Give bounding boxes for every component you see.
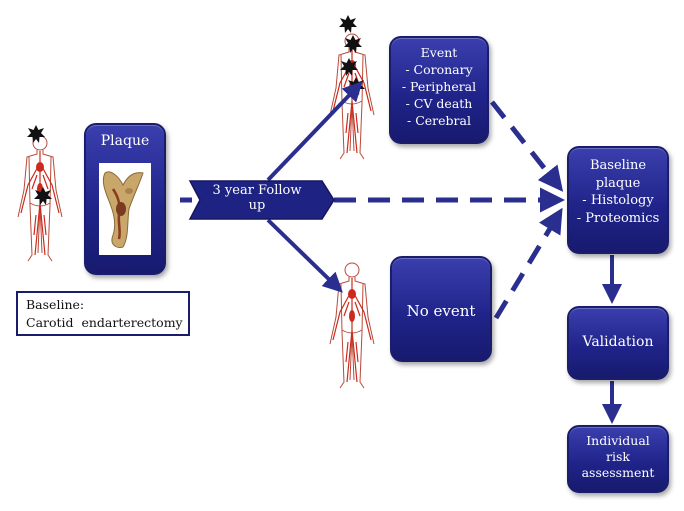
baseline-plaque-item-histology: - Histology [582,193,654,208]
baseline-plaque-item-proteomics: - Proteomics [576,210,660,226]
plaque-box: Plaque [84,123,166,275]
event-item-peripheral: - Peripheral [401,79,477,94]
event-item-coronary: - Coronary [405,62,473,77]
risk-line2: risk [606,449,630,464]
followup-line1: 3 year Follow [212,183,302,198]
no-event-box: No event [390,256,492,362]
baseline-label-line1: Baseline: [26,297,85,312]
baseline-label-line2: Carotid endarterectomy [26,315,183,330]
event-burst-icon [339,15,357,33]
baseline-plaque-box: Baseline plaque - Histology - Proteomics [567,146,669,254]
risk-assessment-box: Individual risk assessment [567,425,669,493]
dashed-arrow-event-to-baseline-plaque [490,100,564,192]
event-item-cerebral: - Cerebral [407,113,471,128]
event-box: Event - Coronary - Peripheral - CV death… [389,36,489,144]
arrow-followup-to-no-event [266,218,343,293]
event-burst-icon [27,125,45,143]
followup-arrow-shape [188,180,335,220]
plaque-title: Plaque [100,133,150,149]
baseline-label-box: Baseline: Carotid endarterectomy [16,291,190,336]
validation-box: Validation [567,306,669,380]
risk-line3: assessment [581,465,655,480]
baseline-plaque-line2: plaque [595,175,641,191]
arrow-followup-to-event [266,81,363,182]
event-item-cv-death: - CV death [405,96,473,111]
dashed-arrow-no-event-to-baseline-plaque [493,207,563,320]
no-event-label: No event [406,302,476,320]
followup-line2: up [248,198,266,213]
baseline-plaque-line1: Baseline [589,158,647,173]
followup-label: 3 year Follow up [197,183,317,213]
risk-line1: Individual [586,433,650,448]
plaque-specimen-image [99,163,151,255]
human-figure-event [329,33,375,160]
validation-label: Validation [582,334,654,350]
event-title: Event [420,45,458,60]
human-figure-no-event [329,262,375,389]
event-burst-icon [34,187,52,205]
event-burst-icon [344,35,362,53]
